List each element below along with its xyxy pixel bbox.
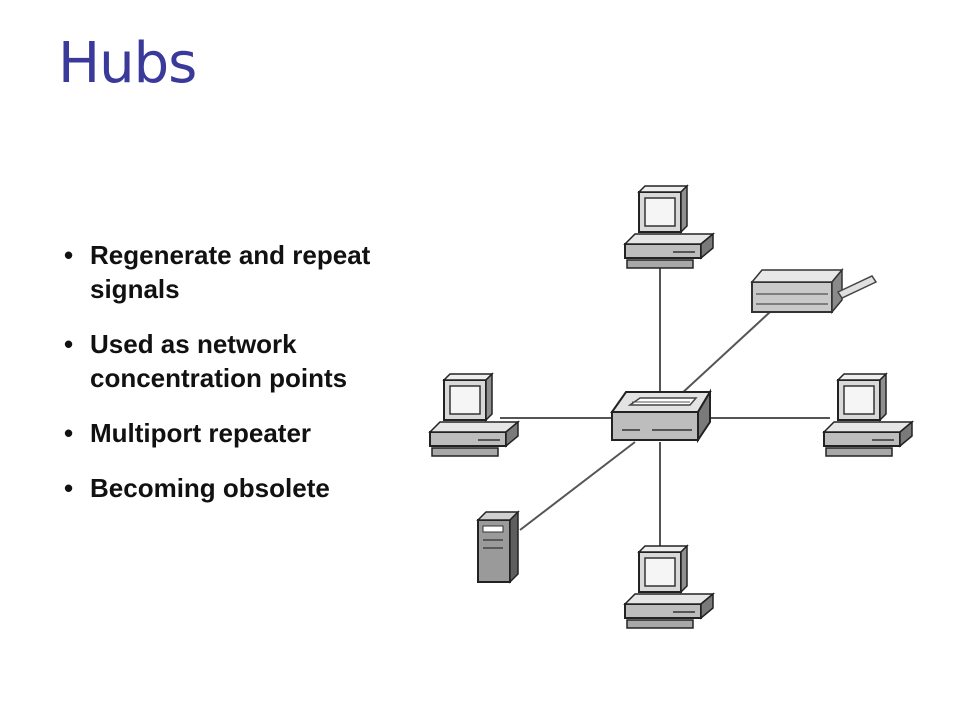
bullet-dot: • xyxy=(64,418,74,448)
connection-lines xyxy=(500,265,830,550)
bullet-item: • Used as network concentration points xyxy=(62,327,402,395)
bullet-text: Regenerate and repeat signals xyxy=(90,240,371,304)
bullet-item: • Regenerate and repeat signals xyxy=(62,238,402,306)
bullet-item: • Multiport repeater xyxy=(62,416,402,450)
computer-icon xyxy=(429,373,519,457)
bullet-list: • Regenerate and repeat signals • Used as … xyxy=(62,238,402,526)
bullet-text: Multiport repeater xyxy=(90,418,312,448)
slide-title: Hubs xyxy=(58,31,197,96)
bullet-text: Becoming obsolete xyxy=(90,473,330,503)
bullet-item: • Becoming obsolete xyxy=(62,471,402,505)
computer-icon xyxy=(624,185,714,269)
link-printer xyxy=(679,311,771,396)
link-server xyxy=(519,441,636,531)
bullet-dot: • xyxy=(64,473,74,503)
printer-icon xyxy=(750,267,878,315)
hub-icon xyxy=(610,388,712,444)
bullet-dot: • xyxy=(64,329,74,359)
server-icon xyxy=(476,510,520,584)
computer-icon xyxy=(823,373,913,457)
computer-icon xyxy=(624,545,714,629)
bullet-text: Used as network concentration points xyxy=(90,329,348,393)
bullet-dot: • xyxy=(64,240,74,270)
